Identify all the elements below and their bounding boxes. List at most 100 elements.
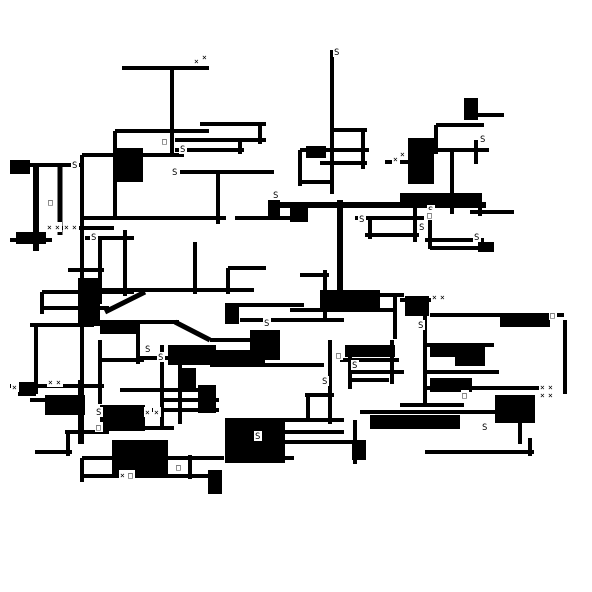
marker-glyph-179: S [264,319,269,329]
wire-segment-49 [355,216,424,220]
wire-segment-109 [425,450,534,454]
marker-bg-228 [47,377,55,387]
marker-glyph-169: S [480,135,485,145]
wire-segment-133 [160,398,219,402]
wire-segment-140 [66,432,70,456]
wire-segment-8 [238,140,242,154]
wire-segment-118 [305,393,334,397]
marker-bg-152 [179,144,187,154]
marker-bg-246 [549,310,557,320]
marker-glyph-229: × [48,378,53,387]
marker-glyph-173: S [418,321,423,331]
marker-bg-188 [254,431,262,441]
marker-bg-166 [473,232,481,242]
wire-segment-58 [430,246,494,250]
wire-segment-37 [298,150,302,186]
marker-bg-232 [47,197,55,207]
marker-glyph-245: □ [427,211,432,220]
wire-segment-94 [430,313,564,317]
marker-glyph-189: S [255,432,260,442]
wire-segment-110 [528,438,532,456]
marker-glyph-211: × [548,383,553,392]
solid-block-16 [10,160,30,174]
marker-bg-154 [171,167,179,177]
marker-glyph-241: □ [128,471,133,480]
wire-diagonal-34 [103,289,147,315]
wire-segment-88 [100,358,144,362]
marker-glyph-151: S [334,48,339,58]
marker-bg-220 [144,407,152,417]
wire-segment-121 [285,430,344,434]
marker-bg-156 [71,160,79,170]
marker-bg-172 [417,320,425,330]
solid-block-135 [18,382,36,396]
wire-segment-4 [200,122,266,126]
marker-glyph-203: × [64,223,69,232]
marker-glyph-223: × [154,408,159,417]
wire-segment-45 [270,202,486,208]
wire-segment-105 [360,410,504,414]
wire-segment-50 [413,205,417,242]
wire-segment-61 [464,113,504,117]
marker-bg-196 [399,149,407,159]
marker-glyph-181: S [352,361,357,371]
solid-block-100 [455,352,485,366]
wire-segment-31 [193,242,197,294]
wire-segment-54 [470,210,514,214]
wire-segment-90 [30,323,94,327]
wire-segment-0 [122,66,209,70]
x-markers: ××××××××××××××××××××□□□□□□□□□ [11,52,557,480]
marker-glyph-215: × [548,391,553,400]
solid-block-60 [464,98,478,120]
marker-glyph-237: □ [96,423,101,432]
wire-segment-66 [474,140,478,164]
marker-bg-226 [55,377,63,387]
marker-bg-242 [335,350,343,360]
marker-bg-150 [333,47,341,57]
solid-blocks [10,98,550,494]
marker-bg-186 [481,422,489,432]
marker-bg-208 [539,382,547,392]
marker-glyph-157: S [72,161,77,171]
wire-segment-40 [320,161,367,165]
wire-segment-52 [368,218,372,239]
wire-segment-114 [348,355,352,389]
solid-block-28 [78,278,100,326]
wire-segment-17 [33,165,39,251]
wire-segment-15 [10,163,84,167]
marker-glyph-213: × [540,391,545,400]
solid-block-42 [306,146,326,158]
wire-segment-56 [425,238,484,242]
solid-block-47 [268,200,280,218]
marker-bg-190 [193,56,201,66]
wire-segment-129 [178,360,182,424]
wire-segment-128 [120,388,204,392]
marker-bg-168 [479,134,487,144]
wire-segment-73 [240,318,344,322]
wire-segment-104 [400,403,464,407]
marker-bg-180 [351,360,359,370]
wire-segment-7 [175,148,244,152]
marker-bg-236 [95,422,103,432]
marker-bg-238 [175,462,183,472]
wire-segment-141 [35,450,72,454]
marker-bg-234 [461,390,469,400]
wire-segment-6 [175,138,266,142]
wire-segment-119 [306,395,310,419]
wire-segment-26 [40,292,44,314]
marker-bg-216 [431,292,439,302]
marker-bg-218 [439,292,447,302]
marker-glyph-219: × [440,293,445,302]
wire-segment-12 [216,172,220,224]
wire-segment-57 [428,208,432,249]
marker-glyph-217: × [432,293,437,302]
marker-glyph-161: S [273,191,278,201]
solid-block-79 [405,296,429,316]
wire-segment-132 [105,408,219,412]
wire-segment-146 [80,458,84,482]
solid-block-86 [168,345,216,365]
marker-bg-224 [119,470,127,480]
solid-block-95 [500,313,550,327]
wire-segment-74 [290,308,394,312]
